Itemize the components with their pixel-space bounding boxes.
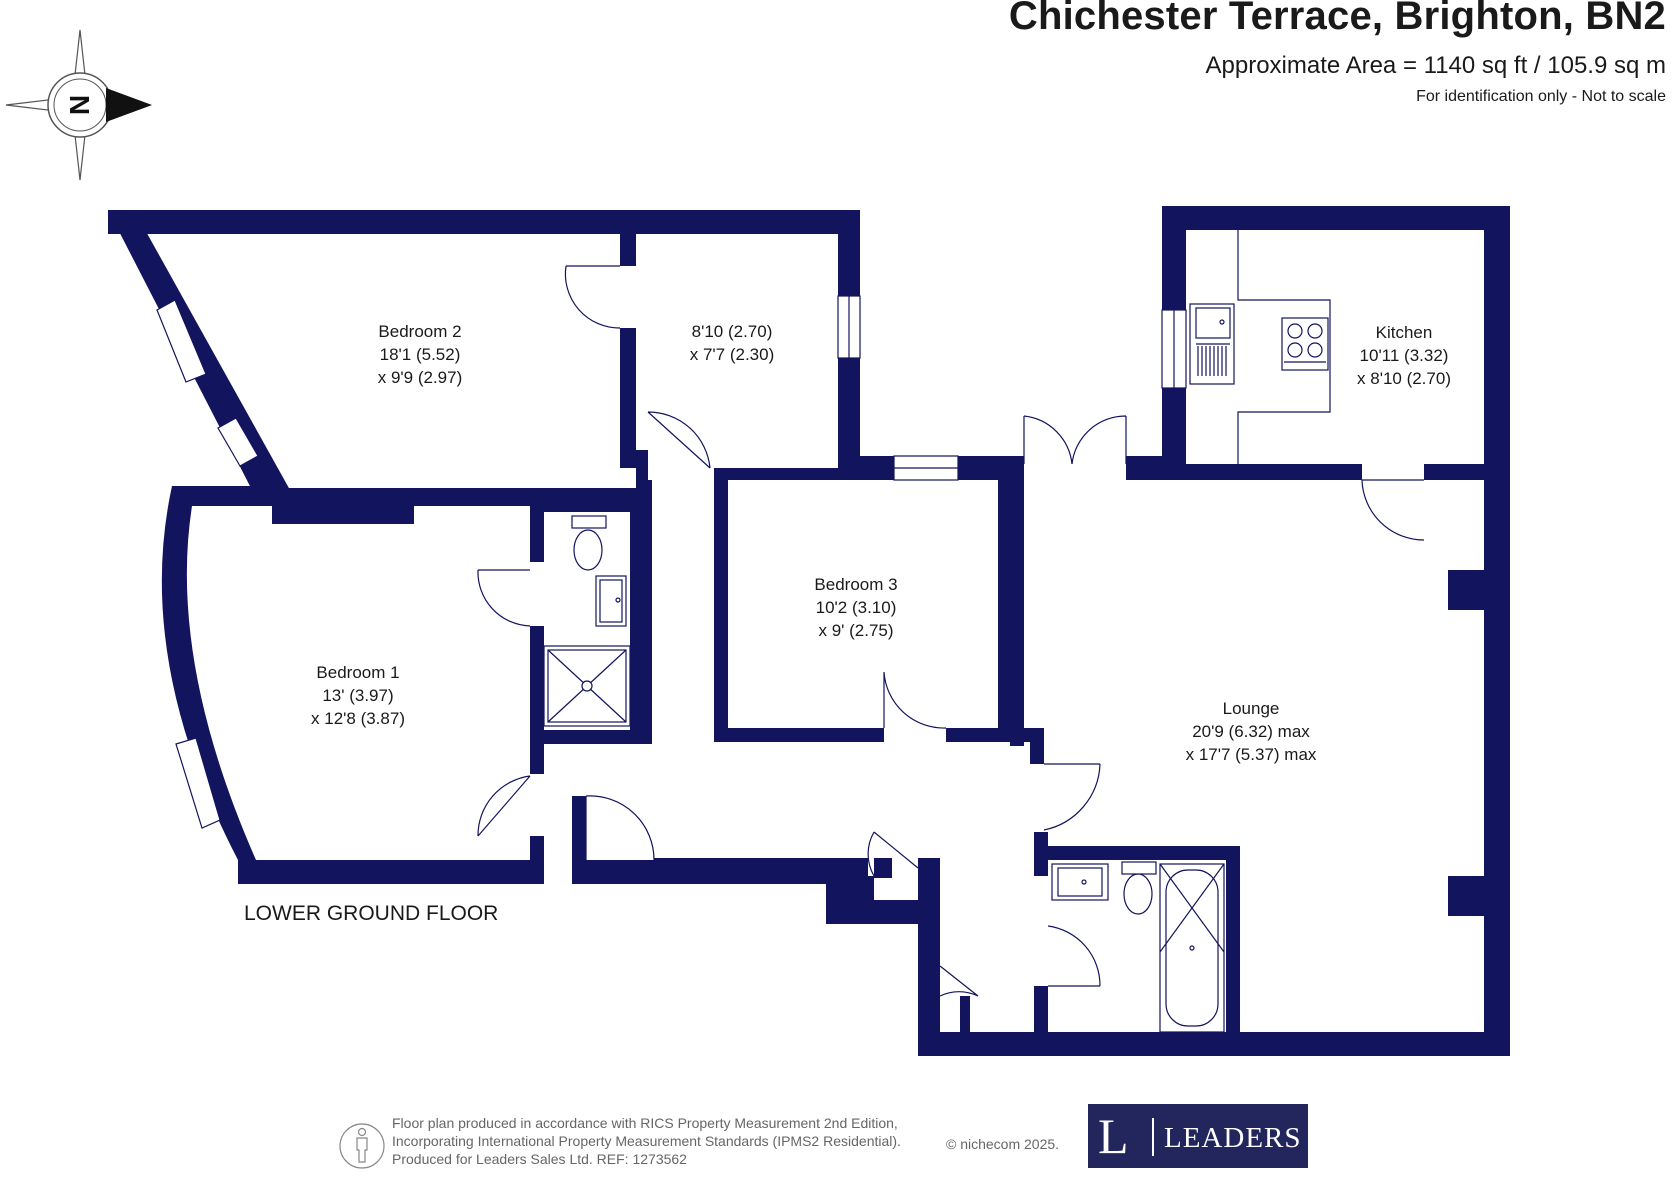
footer-line-3: Produced for Leaders Sales Ltd. REF: 127…	[392, 1151, 687, 1167]
svg-text:10'2 (3.10): 10'2 (3.10)	[816, 598, 897, 617]
room-label-kitchen: Kitchen 10'11 (3.32) x 8'10 (2.70)	[1357, 323, 1451, 388]
svg-text:13' (3.97): 13' (3.97)	[322, 686, 393, 705]
svg-text:20'9 (6.32) max: 20'9 (6.32) max	[1192, 722, 1310, 741]
svg-text:Bedroom 1: Bedroom 1	[316, 663, 399, 682]
svg-text:10'11 (3.32): 10'11 (3.32)	[1360, 346, 1449, 365]
shower-icon	[543, 645, 631, 727]
bathroom-basin-icon	[1051, 863, 1109, 901]
windows	[156, 295, 1187, 829]
fixtures	[543, 230, 1331, 1033]
svg-text:x 12'8 (3.87): x 12'8 (3.87)	[311, 709, 405, 728]
svg-text:x 9'9 (2.97): x 9'9 (2.97)	[378, 368, 463, 387]
room-label-lounge: Lounge 20'9 (6.32) max x 17'7 (5.37) max	[1186, 699, 1317, 764]
svg-text:Lounge: Lounge	[1223, 699, 1280, 718]
leaders-logo: L LEADERS	[1088, 1104, 1308, 1168]
floor-label: LOWER GROUND FLOOR	[244, 902, 498, 925]
footer-text: Floor plan produced in accordance with R…	[392, 1114, 901, 1168]
room-label-bedroom-1: Bedroom 1 13' (3.97) x 12'8 (3.87)	[311, 663, 405, 728]
hob-icon	[1281, 317, 1329, 371]
logo-separator	[1152, 1118, 1154, 1156]
person-icon	[339, 1123, 385, 1169]
copyright: © nichecom 2025.	[946, 1136, 1060, 1152]
kitchen-sink-icon	[1189, 303, 1235, 385]
room-label-bedroom-2: Bedroom 2 18'1 (5.52) x 9'9 (2.97)	[378, 322, 463, 387]
svg-text:8'10 (2.70): 8'10 (2.70)	[692, 322, 773, 341]
svg-text:Bedroom 2: Bedroom 2	[378, 322, 461, 341]
svg-text:x 8'10 (2.70): x 8'10 (2.70)	[1357, 369, 1451, 388]
svg-text:18'1 (5.52): 18'1 (5.52)	[380, 345, 461, 364]
svg-text:x 7'7 (2.30): x 7'7 (2.30)	[690, 345, 775, 364]
footer-line-2: Incorporating International Property Mea…	[392, 1133, 901, 1149]
room-label-bedroom-3: Bedroom 3 10'2 (3.10) x 9' (2.75)	[814, 575, 897, 640]
compass-letter: N	[64, 95, 95, 115]
svg-text:Bedroom 3: Bedroom 3	[814, 575, 897, 594]
scale-note: For identification only - Not to scale	[1416, 88, 1666, 105]
svg-text:x 17'7 (5.37) max: x 17'7 (5.37) max	[1186, 745, 1317, 764]
svg-text:Kitchen: Kitchen	[1376, 323, 1433, 342]
ensuite-basin-icon	[595, 575, 627, 627]
toilet-icon	[571, 515, 607, 571]
walls	[108, 206, 1510, 1056]
logo-letter: L	[1098, 1108, 1129, 1164]
bath-icon	[1159, 863, 1225, 1033]
bathroom-toilet-icon	[1121, 861, 1157, 915]
page-title: Chichester Terrace, Brighton, BN2	[1008, 0, 1666, 38]
approximate-area: Approximate Area = 1140 sq ft / 105.9 sq…	[1205, 52, 1667, 79]
svg-text:x 9' (2.75): x 9' (2.75)	[818, 621, 893, 640]
compass-icon: N	[5, 29, 152, 181]
footer-line-1: Floor plan produced in accordance with R…	[392, 1115, 898, 1131]
room-label-study: 8'10 (2.70) x 7'7 (2.30)	[690, 322, 775, 364]
doors	[477, 265, 1425, 997]
logo-word: LEADERS	[1164, 1122, 1302, 1154]
